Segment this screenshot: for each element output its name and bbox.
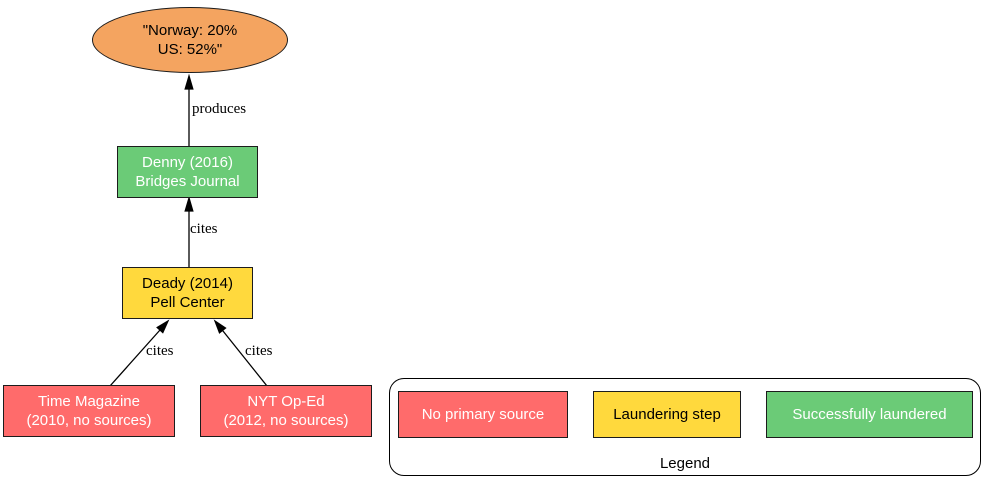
edge-label-cites-time-deady: cites: [146, 343, 174, 359]
node-time-line2: (2010, no sources): [26, 412, 152, 429]
legend-item-successfully-laundered: Successfully laundered: [766, 391, 973, 438]
node-denny-line2: Bridges Journal: [135, 173, 240, 190]
edge-label-produces: produces: [192, 101, 247, 117]
node-claim-line1: "Norway: 20%: [142, 22, 238, 39]
node-nyt-line1: NYT Op-Ed: [247, 393, 325, 410]
node-time-magazine: Time Magazine (2010, no sources): [3, 385, 175, 437]
legend-container: No primary source Laundering step Succes…: [389, 378, 981, 476]
edge-label-cites-deady-denny: cites: [190, 221, 218, 237]
node-deady-line1: Deady (2014): [142, 275, 233, 292]
node-claim-line2: US: 52%": [157, 41, 223, 58]
node-claim-statistic: "Norway: 20% US: 52%": [92, 7, 288, 73]
edge-cites-time-deady-arrow: [109, 319, 170, 387]
node-denny-2016: Denny (2016) Bridges Journal: [117, 146, 258, 198]
node-deady-line2: Pell Center: [150, 294, 225, 311]
legend-item-laundering-step: Laundering step: [593, 391, 741, 438]
edge-cites-nyt-deady-arrow: [213, 319, 268, 387]
legend-title: Legend: [659, 455, 711, 472]
node-deady-2014: Deady (2014) Pell Center: [122, 267, 253, 319]
edge-produces-arrow: [184, 73, 194, 146]
edge-label-cites-nyt-deady: cites: [245, 343, 273, 359]
node-denny-line1: Denny (2016): [142, 154, 233, 171]
node-nyt-oped: NYT Op-Ed (2012, no sources): [200, 385, 372, 437]
legend-item-no-primary-source: No primary source: [398, 391, 568, 438]
edge-cites-deady-denny-arrow: [184, 195, 194, 267]
node-nyt-line2: (2012, no sources): [223, 412, 349, 429]
node-time-line1: Time Magazine: [38, 393, 140, 410]
